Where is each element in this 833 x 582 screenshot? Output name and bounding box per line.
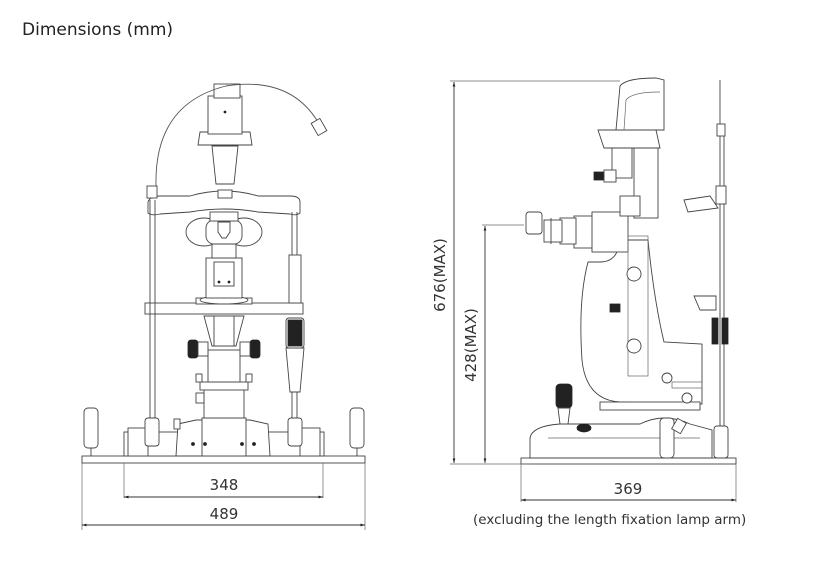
microscope-body (591, 211, 629, 253)
page-title: Dimensions (mm) (22, 20, 174, 40)
dimension-489: 489 (82, 505, 365, 527)
dimension-label-348: 348 (210, 476, 239, 494)
table (144, 302, 304, 315)
dimension-label-428: 428(MAX) (462, 308, 480, 382)
left-knob (187, 339, 199, 359)
lamp-hood (615, 77, 665, 131)
right-handle (349, 407, 365, 449)
height-adjust-grip (287, 319, 303, 347)
dimension-label-489: 489 (210, 505, 239, 523)
dimension-676: 676(MAX) (431, 80, 620, 465)
dimension-369: 369 (521, 480, 736, 502)
right-knob (249, 339, 261, 359)
dimension-348: 348 (124, 476, 323, 499)
chin-rest (693, 295, 717, 311)
dimension-label-369: 369 (614, 480, 643, 498)
headrest-bar (147, 190, 301, 216)
base-plate (81, 455, 366, 464)
side-view-note: (excluding the length fixation lamp arm) (473, 512, 747, 528)
dimension-label-676: 676(MAX) (431, 238, 449, 312)
front-view-slit-lamp (81, 83, 366, 530)
left-handle (83, 407, 99, 449)
forehead-rest (683, 195, 719, 213)
fixation-lamp-arm (155, 83, 319, 187)
side-view-slit-lamp (520, 77, 737, 502)
arm-housing (580, 239, 703, 405)
lamp-housing (207, 95, 243, 135)
joystick-knob (555, 383, 573, 409)
dimension-428: 428(MAX) (462, 224, 524, 463)
side-eyepiece (525, 211, 543, 235)
